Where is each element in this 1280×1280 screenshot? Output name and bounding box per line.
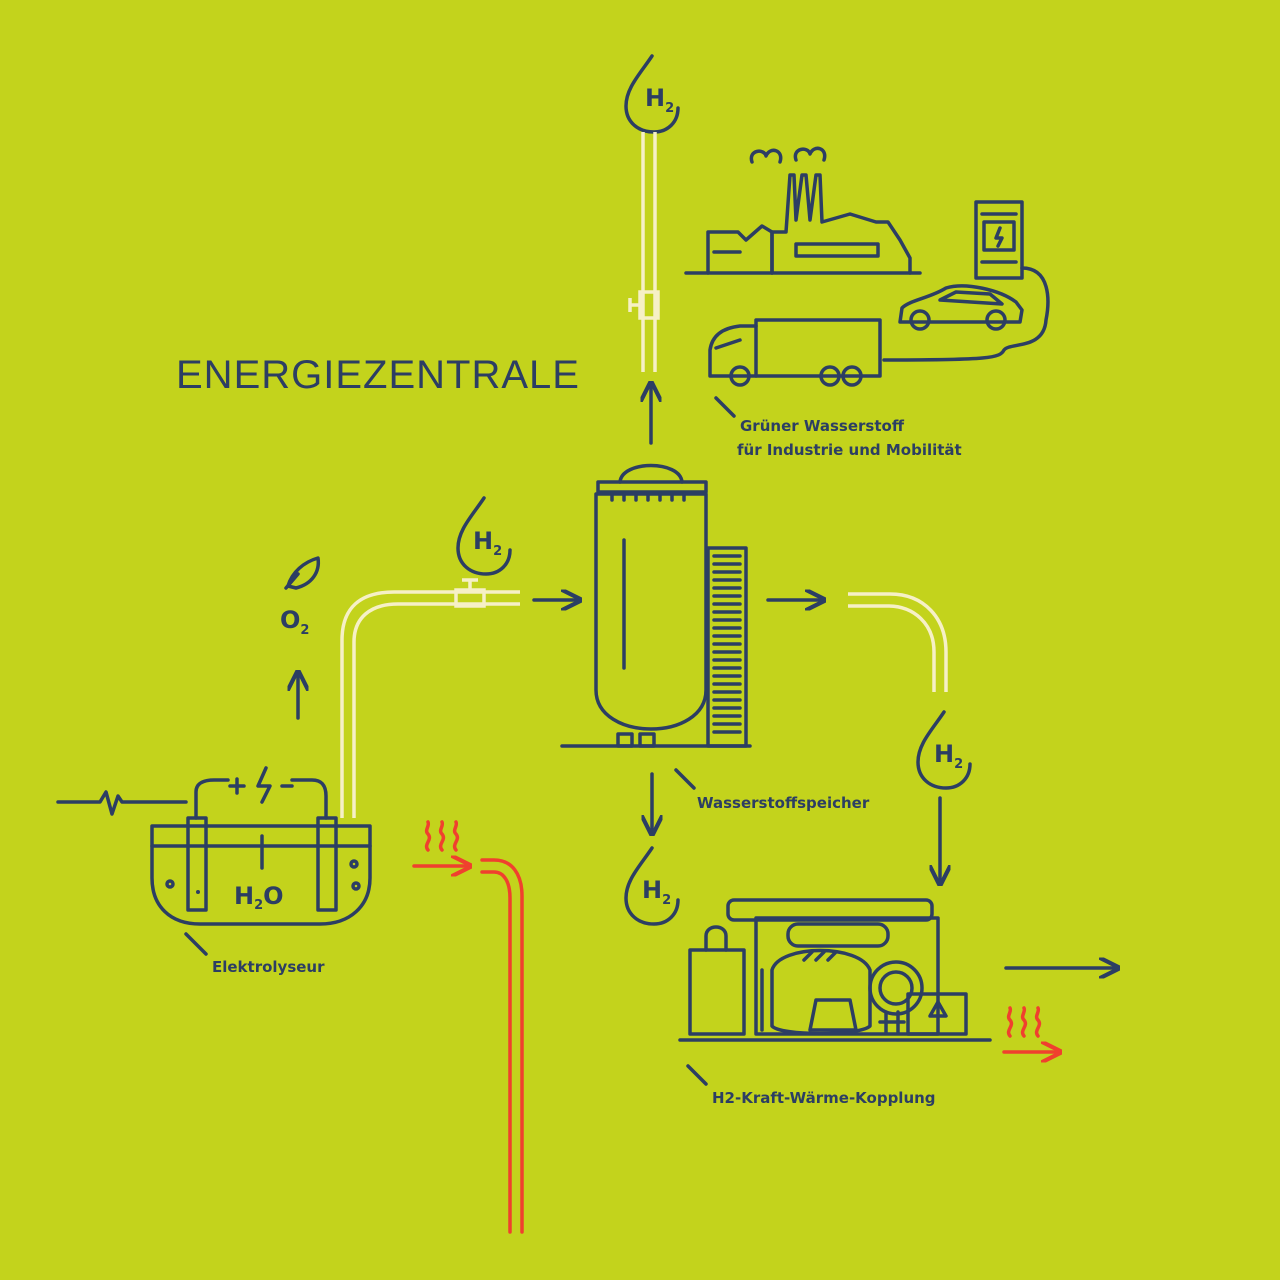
chp-label: H2-Kraft-Wärme-Kopplung (712, 1089, 936, 1107)
industry-label-line2: für Industrie und Mobilität (737, 441, 962, 459)
storage-leader-line (674, 768, 696, 790)
storage-tank-icon (560, 463, 752, 748)
h2-label-top: H2 (645, 84, 674, 116)
pipe-electrolyzer-to-storage (340, 590, 520, 818)
hydrogen-drop-top: H2 (624, 54, 680, 134)
hydrogen-drop-bottom-mid: H2 (624, 846, 680, 926)
lightning-icon (256, 766, 272, 804)
truck-icon (708, 318, 882, 387)
h2-label-right: H2 (934, 740, 963, 772)
chp-leader-line (686, 1064, 708, 1086)
heat-waves-icon (1006, 1006, 1042, 1038)
hydrogen-drop-mid-left: H2 (456, 496, 512, 576)
industry-label-line1: Grüner Wasserstoff (740, 417, 905, 435)
chp-unit-icon (678, 898, 992, 1042)
oxygen-label: O2 (280, 606, 309, 638)
heat-waves-icon-left (424, 820, 460, 852)
h2-label-mid-left: H2 (473, 527, 502, 559)
electrolyzer-label: Elektrolyseur (212, 958, 325, 976)
electrolyzer-icon: H2O (150, 766, 372, 926)
factory-icon (684, 146, 922, 275)
hydrogen-drop-right: H2 (916, 710, 972, 790)
heat-pipe (480, 858, 524, 1234)
valve-icon (628, 290, 660, 320)
page-title: ENERGIEZENTRALE (176, 353, 580, 397)
power-signal-icon (56, 790, 188, 816)
industry-leader-line (714, 396, 736, 418)
charging-station-icon (882, 200, 1050, 362)
water-label: H2O (234, 882, 284, 913)
oxygen-leaf-icon (284, 556, 321, 590)
car-icon (898, 284, 1024, 331)
pipe-storage-to-chp (848, 592, 948, 692)
pipe-up (641, 132, 657, 372)
storage-label: Wasserstoffspeicher (697, 794, 870, 812)
electrolyzer-leader-line (184, 932, 208, 956)
valve-icon-pipe (454, 578, 486, 608)
h2-label-bottom-mid: H2 (642, 876, 671, 908)
